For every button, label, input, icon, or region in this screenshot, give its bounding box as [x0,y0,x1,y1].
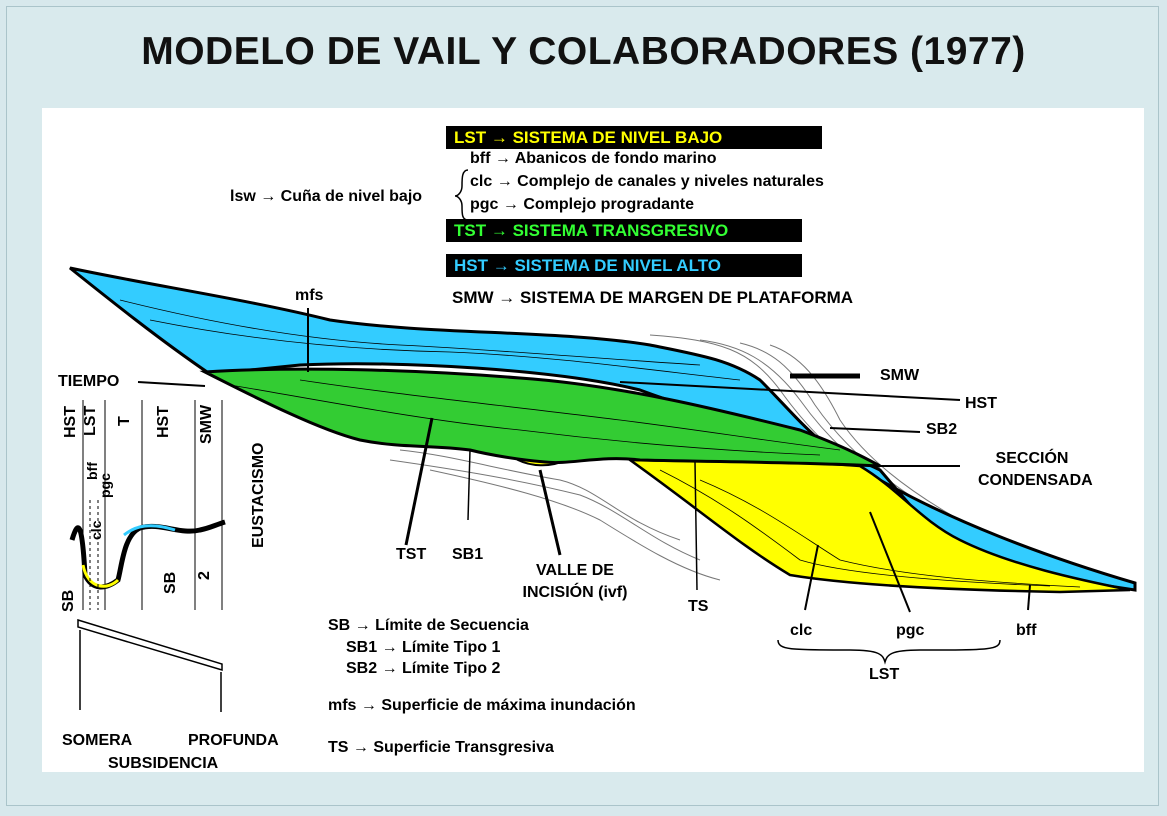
legend-hst-code: HST [454,256,488,275]
legend-tst-arrow: → [490,221,508,240]
legend-smw-line: SMW → SISTEMA DE MARGEN DE PLATAFORMA [452,288,853,308]
label-condensada: CONDENSADA [978,472,1093,489]
legend-tst-box: TST → SISTEMA TRANSGRESIVO [446,219,802,242]
eustasy-pgc: pgc [97,473,113,498]
label-incision: INCISIÓN (ivf) [522,584,628,601]
legend-lst-box: LST → SISTEMA DE NIVEL BAJO [446,126,822,149]
label-clc: clc [790,622,813,639]
tst-unit [199,367,881,468]
definition-sb: SB → Límite de Secuencia [328,617,529,634]
label-hst: HST [965,395,997,412]
definition-ts: TS → Superficie Transgresiva [328,739,554,756]
internal-strata [119,299,1081,588]
eustasy-hst2: HST [155,406,172,438]
eustasy-clc: clc [88,520,104,540]
label-tst: TST [396,546,427,563]
lst-bff-text: bff → Abanicos de fondo marino [470,150,717,167]
eustasy-lst: LST [82,405,99,436]
eustasy-sb2-a: SB [162,571,179,594]
label-smw: SMW [880,367,920,384]
eustasy-sb: SB [60,589,77,612]
definition-sb2: SB2 → Límite Tipo 2 [346,660,501,677]
label-profunda: PROFUNDA [188,732,279,749]
legend-lst-arrow: → [490,128,508,147]
label-subsidencia: SUBSIDENCIA [108,755,219,772]
label-mfs: mfs [295,287,324,304]
label-seccion: SECCIÓN [995,450,1069,467]
eustasy-t: T [116,416,133,426]
label-valle: VALLE DE [536,562,614,579]
legend-smw-code: SMW [452,288,494,307]
label-sb2: SB2 [926,421,958,438]
label-bff: bff [1016,622,1037,639]
label-tiempo: TIEMPO [58,373,120,390]
lst-clc-text: clc → Complejo de canales y niveles natu… [470,173,824,190]
pointer-lines [137,308,1031,613]
label-sb1: SB1 [452,546,484,563]
label-lst: LST [869,666,900,683]
legend-smw-arrow: → [498,288,516,307]
lst-bracket [777,639,1001,665]
hst-unit [69,266,1137,592]
legend-lst-text: SISTEMA DE NIVEL BAJO [512,128,723,147]
eustasy-hst: HST [62,406,79,438]
legend-hst-box: HST → SISTEMA DE NIVEL ALTO [446,254,802,277]
subsidence-wedge [77,618,223,672]
definition-mfs: mfs → Superficie de máxima inundación [328,697,636,714]
slide-title: MODELO DE VAIL Y COLABORADORES (1977) [141,30,1026,73]
eustasy-eustacismo: EUSTACISMO [250,442,267,548]
legend-smw-text: SISTEMA DE MARGEN DE PLATAFORMA [520,288,854,307]
legend-tst-code: TST [454,221,487,240]
legend-tst-text: SISTEMA TRANSGRESIVO [512,221,729,240]
lsw-brace [454,169,469,221]
legend-lst-code: LST [454,128,487,147]
label-ts: TS [688,598,709,615]
lst-pgc-text: pgc → Complejo progradante [470,196,695,213]
eustasy-smw: SMW [198,404,215,444]
eustasy-chart [69,400,226,610]
label-pgc: pgc [896,622,925,639]
legend-hst-arrow: → [492,256,510,275]
eustasy-sb2-b: 2 [196,571,213,580]
definition-sb1: SB1 → Límite Tipo 1 [346,639,501,656]
lst-lsw-text: lsw → Cuña de nivel bajo [230,188,423,205]
label-somera: SOMERA [62,732,133,749]
legend-hst-text: SISTEMA DE NIVEL ALTO [514,256,722,275]
